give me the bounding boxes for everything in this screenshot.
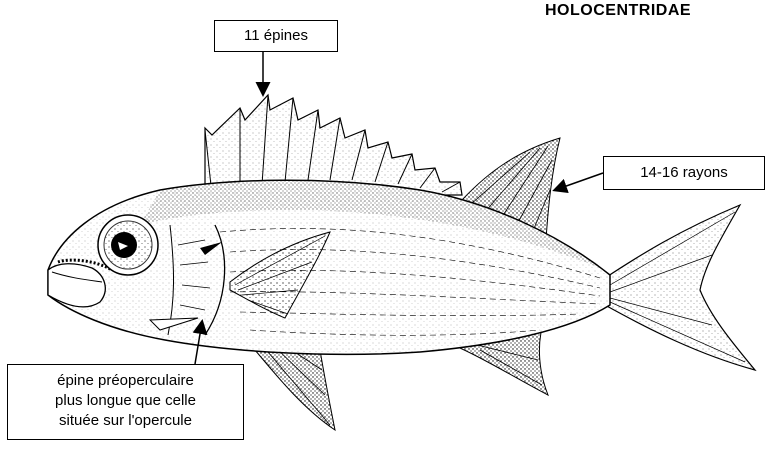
eye [98,215,158,275]
label-line: située sur l'opercule [8,411,243,431]
spiny-dorsal-fin [205,95,462,195]
caudal-fin [605,205,755,370]
label-dorsal-rays: 14-16 rayons [603,156,765,190]
label-preopercular-spine: épine préoperculaire plus longue que cel… [7,364,244,440]
label-dorsal-spines: 11 épines [214,20,338,52]
label-line: plus longue que celle [8,391,243,411]
arrow-rays [555,173,603,190]
label-line: épine préoperculaire [8,371,243,391]
family-title: HOLOCENTRIDAE [545,2,771,20]
